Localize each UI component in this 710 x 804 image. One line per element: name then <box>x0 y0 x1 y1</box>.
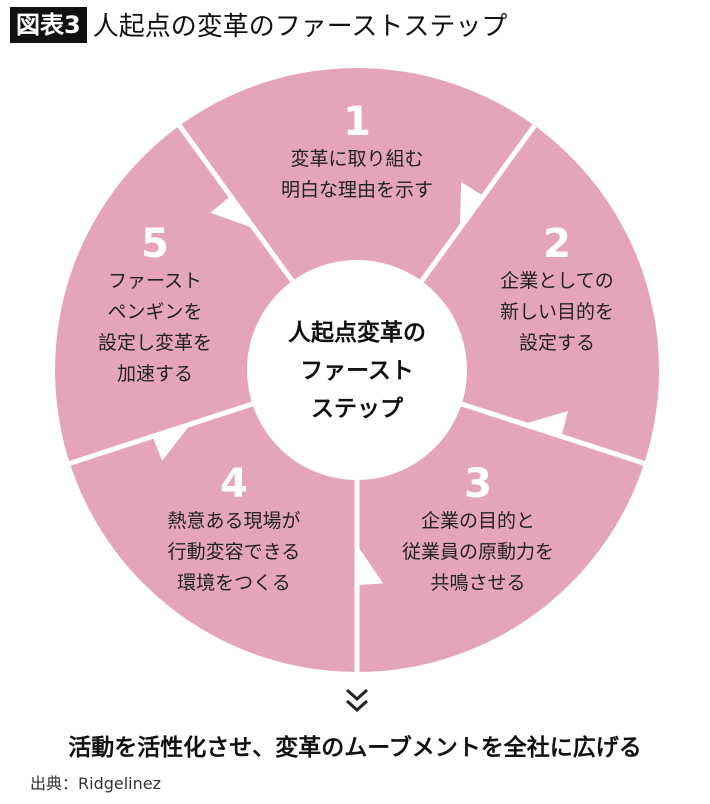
step-text: 環境をつくる <box>177 572 291 594</box>
step-2: 2 企業としての 新しい目的を 設定する <box>500 222 614 359</box>
step-text: 共鳴させる <box>430 572 526 594</box>
step-text: 企業の目的と <box>420 510 536 532</box>
step-text: ペンギンを <box>107 301 203 323</box>
flow-arrow-icon <box>210 196 255 229</box>
step-text: 設定し変革を <box>97 332 213 354</box>
step-number: 5 <box>141 221 169 267</box>
step-number: 4 <box>220 461 248 507</box>
conclusion-text: 活動を活性化させ、変革のムーブメントを全社に広げる <box>68 735 642 761</box>
center-circle <box>247 260 467 480</box>
step-text: 加速する <box>116 363 194 385</box>
title-text: 人起点の変革のファーストステップ <box>92 12 508 42</box>
segment-divider <box>176 122 295 283</box>
step-text: 熱意ある現場が <box>167 510 301 532</box>
step-text: 従業員の原動力を <box>401 541 555 563</box>
step-4: 4 熱意ある現場が 行動変容できる 環境をつくる <box>167 462 300 599</box>
step-number: 3 <box>464 461 492 507</box>
step-text: 変革に取り組む <box>290 148 424 170</box>
step-text: 行動変容できる <box>167 541 301 563</box>
step-number: 2 <box>543 221 571 267</box>
step-3: 3 企業の目的と 従業員の原動力を 共鳴させる <box>402 462 554 599</box>
flow-arrow-icon <box>357 545 384 585</box>
segment-divider <box>460 401 647 467</box>
figure-title: 図表3 人起点の変革のファーストステップ <box>10 6 507 43</box>
source-note: 出典：Ridgelinez <box>30 774 161 793</box>
step-1: 1 変革に取り組む 明白な理由を示す <box>281 100 433 206</box>
center-line: ファースト <box>300 358 414 384</box>
flow-arrow-icon <box>459 181 484 229</box>
step-text: 企業としての <box>500 270 614 292</box>
figure-badge: 図表3 <box>10 6 87 43</box>
step-number: 1 <box>343 99 371 145</box>
step-text: 明白な理由を示す <box>280 179 434 201</box>
step-text: ファースト <box>107 270 203 292</box>
step-5: 5 ファースト ペンギンを 設定し変革を 加速する <box>98 222 212 390</box>
double-chevron-down-icon <box>345 688 369 713</box>
center-line: 人起点変革の <box>288 320 426 346</box>
flow-arrow-icon <box>152 424 191 461</box>
flow-arrow-icon <box>523 411 569 437</box>
center-line: ステップ <box>311 396 403 422</box>
center-label: 人起点変革の ファースト ステップ <box>288 314 426 428</box>
step-text: 新しい目的を <box>499 301 615 323</box>
step-text: 設定する <box>518 332 596 354</box>
